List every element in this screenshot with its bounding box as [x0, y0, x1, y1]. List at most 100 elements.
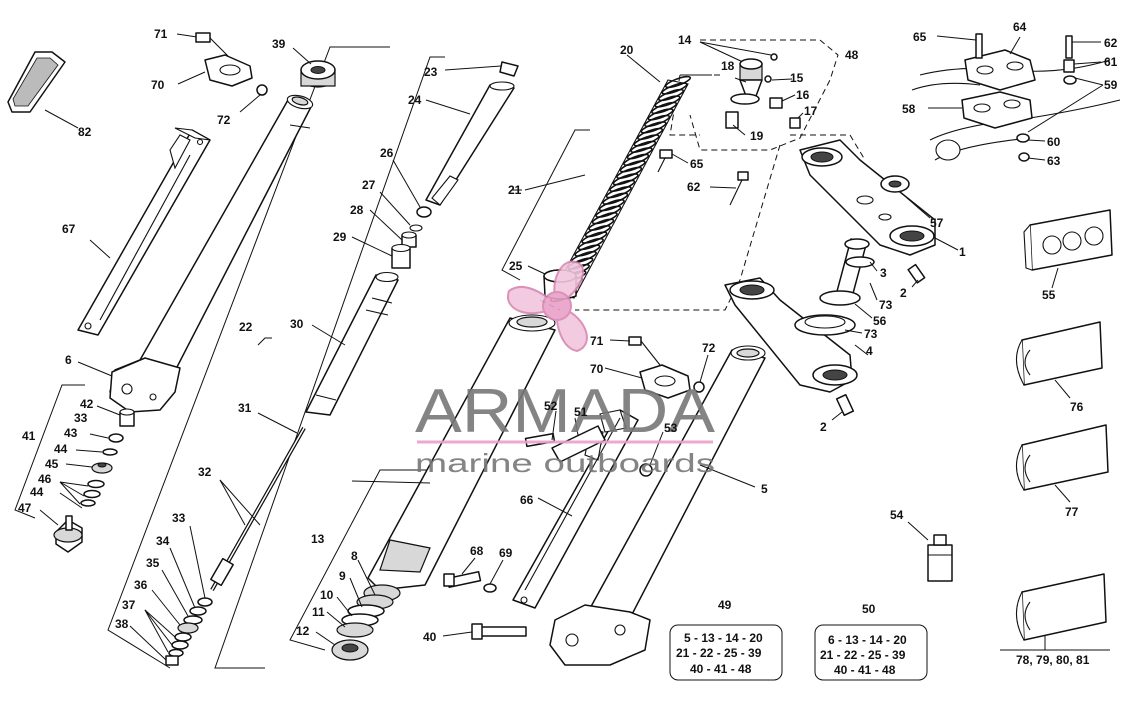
label-30: 30 [290, 317, 304, 331]
label-4: 4 [866, 344, 873, 358]
part-67-fork-guard [77, 127, 211, 336]
spring-coil [651, 101, 678, 115]
label-65: 65 [690, 157, 704, 171]
spring-coil [626, 147, 653, 160]
label-64: 64 [1013, 20, 1027, 34]
label-31: 31 [238, 401, 252, 415]
watermark-tagline: marine outboards [415, 448, 715, 478]
label-3: 3 [880, 266, 887, 280]
label-39: 39 [272, 37, 286, 51]
label-42: 42 [80, 397, 94, 411]
kit-49-line3: 40 - 41 - 48 [690, 662, 752, 676]
spring-coil [661, 82, 688, 95]
spring-coil [647, 108, 674, 121]
label-45: 45 [45, 457, 59, 471]
label-27: 27 [362, 178, 376, 192]
label-65b: 65 [913, 30, 927, 44]
label-51: 51 [574, 405, 588, 419]
part-78-81-wraps [1000, 573, 1110, 651]
part-77-wrap [1015, 424, 1109, 503]
label-62: 62 [687, 180, 701, 194]
label-33: 33 [74, 411, 88, 425]
part-8-12-seals [315, 559, 394, 661]
label-17: 17 [804, 104, 818, 118]
spring-coil [664, 75, 692, 89]
label-73b: 73 [864, 327, 878, 341]
spring-coil [657, 88, 685, 102]
label-37: 37 [122, 598, 136, 612]
spring-coils [549, 75, 692, 303]
spring-coil [623, 153, 650, 166]
label-29: 29 [333, 230, 347, 244]
label-70: 70 [151, 78, 165, 92]
label-11: 11 [312, 605, 325, 619]
part-31-damper-rod [210, 412, 306, 591]
label-43: 43 [64, 426, 78, 440]
label-62b: 62 [1104, 36, 1118, 50]
label-76: 76 [1070, 400, 1084, 414]
label-2b: 2 [820, 420, 827, 434]
label-54: 54 [890, 508, 904, 522]
label-26: 26 [380, 146, 394, 160]
label-61: 61 [1104, 55, 1118, 69]
part-41-adjuster-group [39, 405, 135, 553]
watermark: ARMADA marine outboards [415, 260, 716, 478]
label-55: 55 [1042, 288, 1056, 302]
label-35: 35 [146, 556, 160, 570]
part-5-right-slider [549, 345, 766, 666]
part-82-reflector [7, 51, 79, 129]
kit-49-number: 49 [718, 598, 732, 612]
kit-50-line1: 6 - 13 - 14 - 20 [828, 633, 907, 647]
label-9: 9 [339, 569, 346, 583]
label-69: 69 [499, 546, 513, 560]
label-21: 21 [508, 183, 522, 197]
label-16: 16 [796, 88, 810, 102]
part-66-fork-guard [512, 409, 639, 609]
kit-box-50 [814, 624, 928, 681]
spring-coil [644, 114, 671, 128]
spring-coil [619, 160, 646, 173]
part-76-wrap [1015, 321, 1103, 399]
spring-coil [602, 192, 629, 205]
part-20-spring [524, 54, 692, 303]
spring-coil [616, 166, 643, 179]
part-58-64-handlebar-mounts [911, 33, 1121, 162]
label-28: 28 [350, 203, 364, 217]
spring-coil [598, 199, 625, 212]
spring-coil [581, 231, 608, 244]
part-24-damper-rod-tube [425, 61, 519, 206]
label-63: 63 [1047, 154, 1061, 168]
label-32: 32 [198, 465, 212, 479]
label-48: 48 [845, 48, 859, 62]
propeller-icon [506, 260, 588, 353]
spring-coil [609, 179, 636, 192]
spring-coil [588, 218, 615, 231]
part-4-lower-triple-clamp [724, 238, 878, 421]
kit-49-line2: 21 - 22 - 25 - 39 [676, 646, 762, 660]
part-33-38-small-parts [129, 525, 213, 666]
label-8: 8 [351, 549, 358, 563]
label-72b: 72 [702, 341, 716, 355]
label-24: 24 [408, 93, 422, 107]
label-15: 15 [790, 71, 804, 85]
part-70-clamp-lower [604, 336, 709, 399]
spring-coil [584, 225, 611, 238]
spring-coil [605, 186, 632, 199]
label-60: 60 [1047, 135, 1061, 149]
kit-50-line2: 21 - 22 - 25 - 39 [820, 648, 906, 662]
part-30-cartridge [305, 271, 399, 416]
spring-coil [612, 173, 639, 186]
label-70b: 70 [590, 362, 604, 376]
label-20: 20 [620, 43, 634, 57]
label-33b: 33 [172, 511, 186, 525]
label-82: 82 [78, 125, 92, 139]
label-41: 41 [22, 429, 36, 443]
label-71b: 71 [590, 334, 604, 348]
label-78-81: 78, 79, 80, 81 [1016, 653, 1090, 667]
label-58: 58 [902, 102, 916, 116]
part-32-leaders [219, 479, 261, 526]
label-34: 34 [156, 534, 170, 548]
label-47: 47 [18, 501, 32, 515]
label-6: 6 [65, 353, 72, 367]
